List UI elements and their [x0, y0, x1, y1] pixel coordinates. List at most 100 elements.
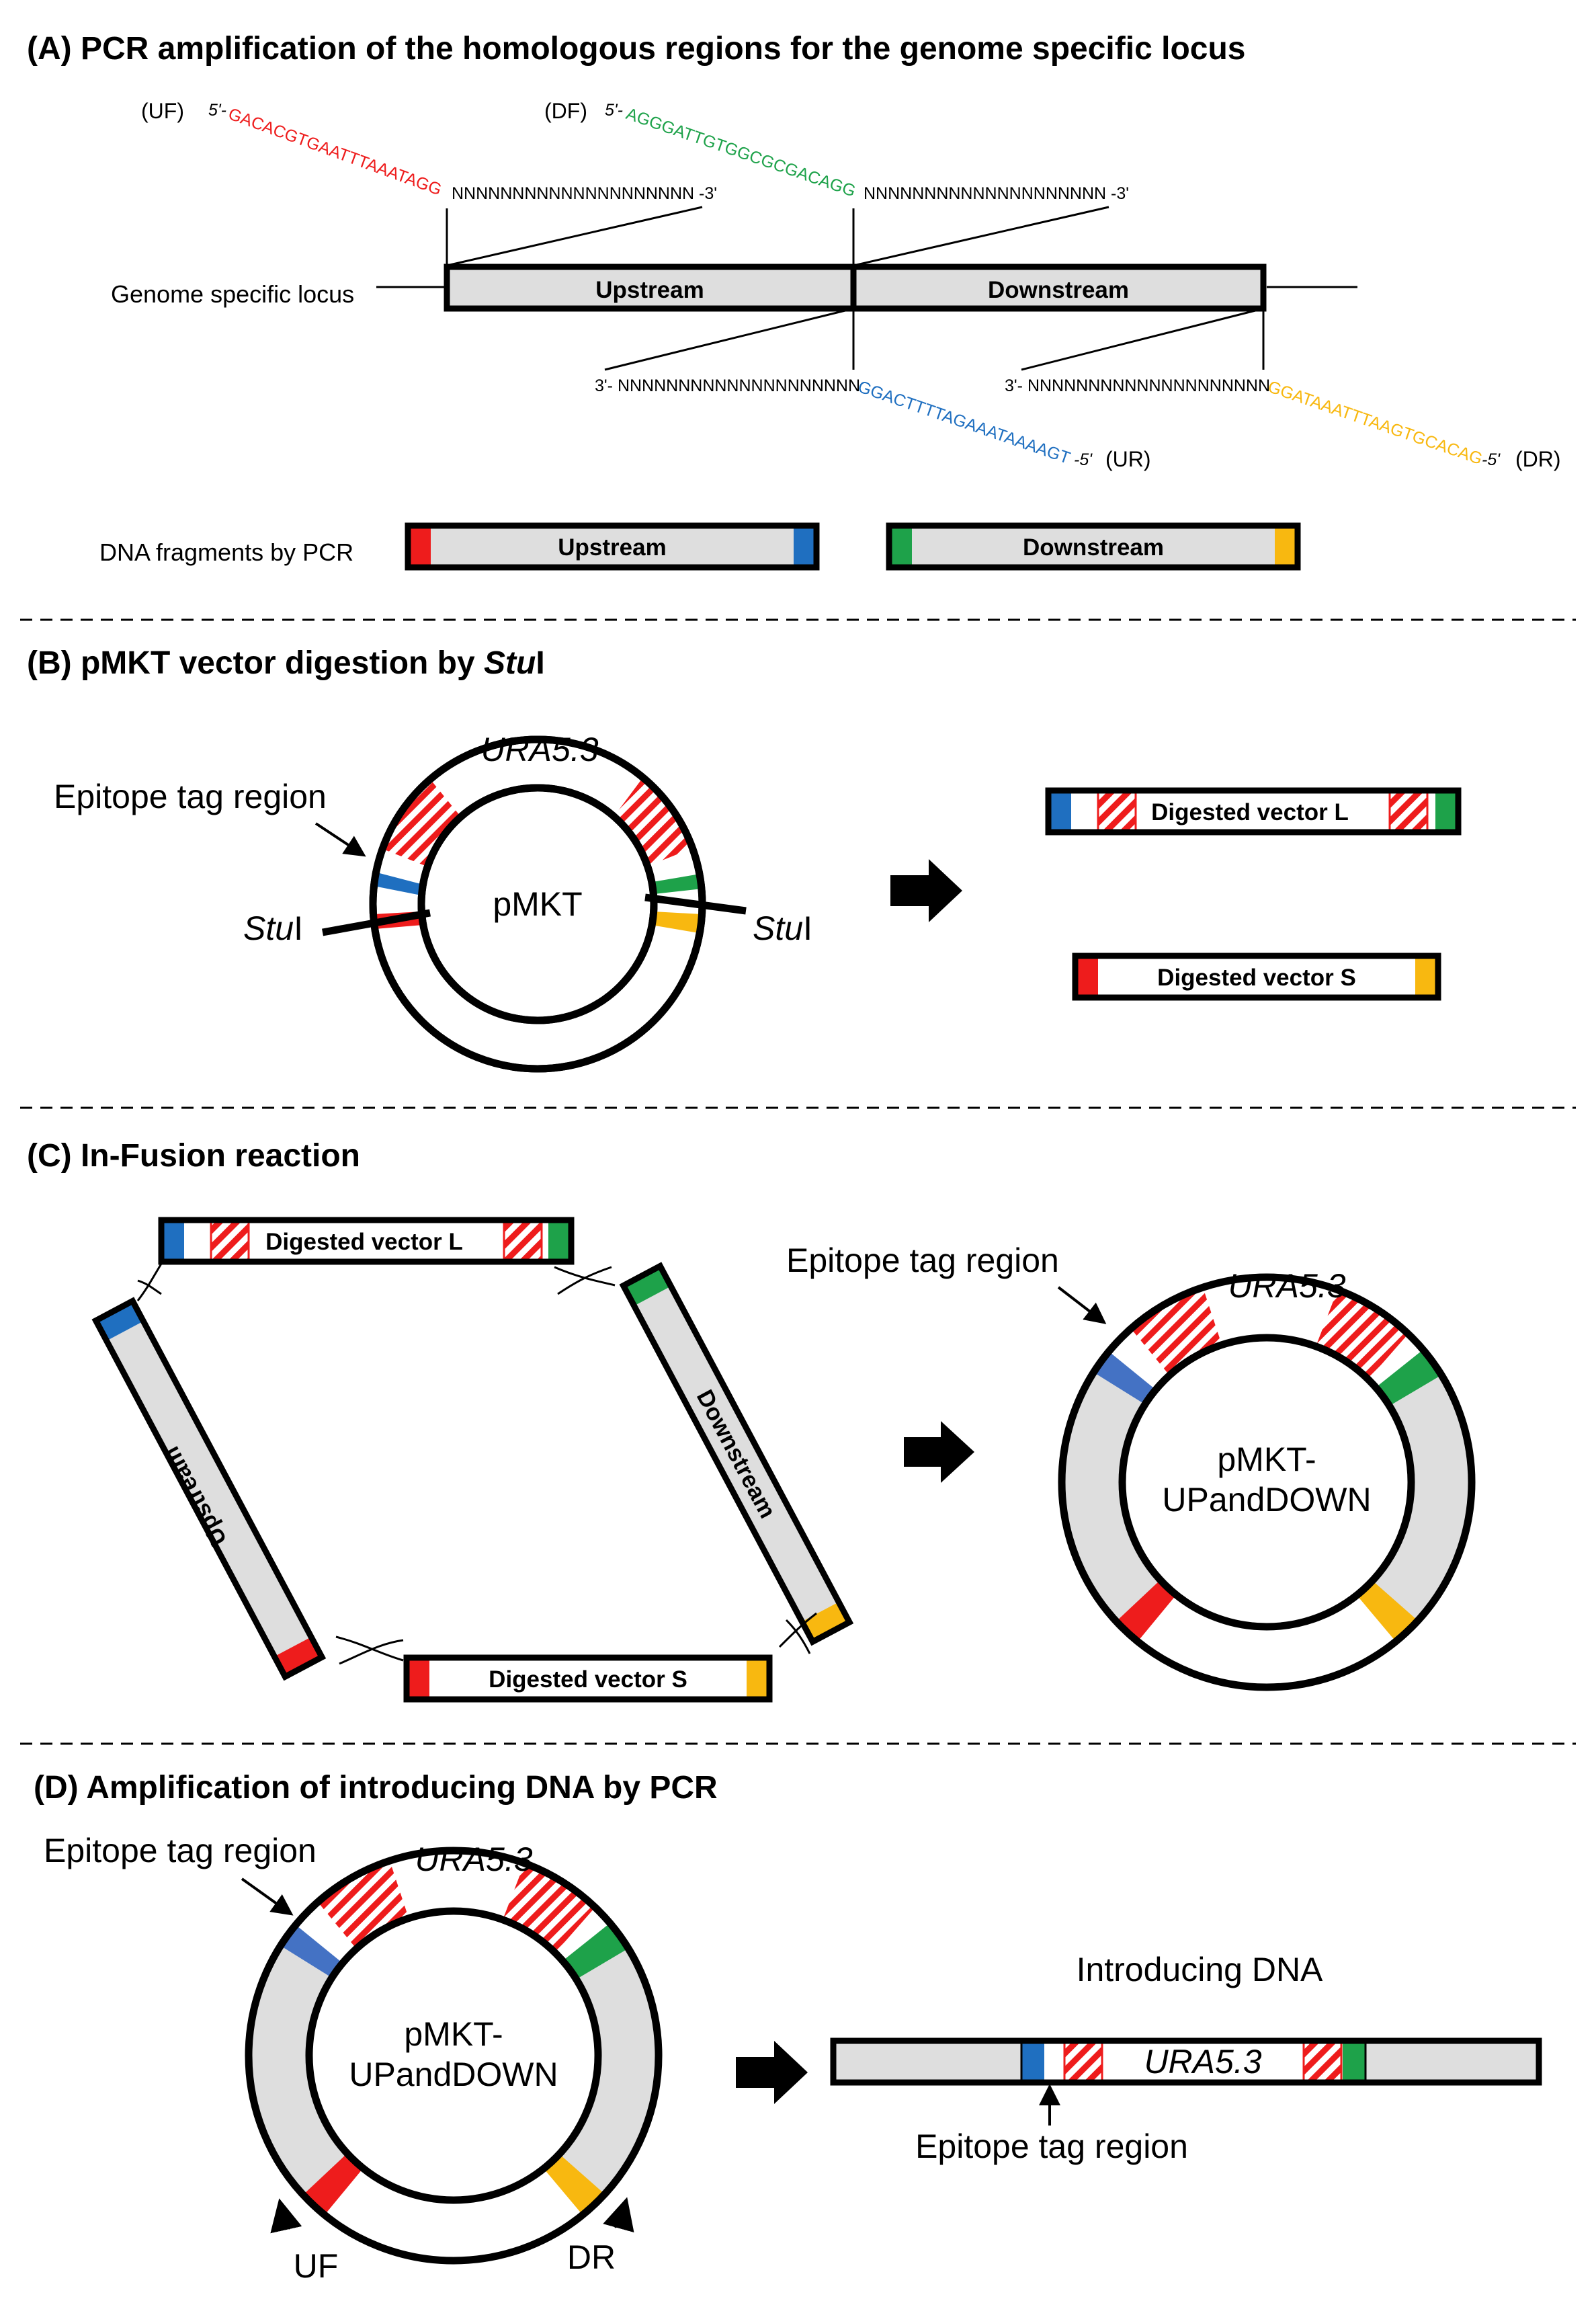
pmkt-epitope-label: Epitope tag region	[54, 778, 327, 815]
dr-n-sequence: 3'- NNNNNNNNNNNNNNNNNNNN	[1005, 376, 1270, 395]
fragment-downstream-outline	[886, 522, 1301, 571]
vec-s-c-red	[407, 1658, 429, 1699]
dr-primer-arrow	[603, 2197, 634, 2233]
up-c-outline	[91, 1297, 327, 1681]
down-c-outline	[619, 1262, 854, 1646]
locus-upstream-box	[444, 264, 857, 312]
intro-hatch-right	[1302, 2039, 1343, 2084]
crossover-marks	[136, 1263, 817, 1665]
cross-3b	[339, 1639, 404, 1665]
pud-c-label-2: UPandDOWN	[1162, 1481, 1371, 1519]
vec-l-b-hatch-right	[1388, 789, 1429, 834]
vec-s-c-body	[407, 1658, 769, 1699]
vec-l-c-blue	[161, 1220, 184, 1262]
pud-c-outer	[1058, 1273, 1476, 1691]
panel-c: (C) In-Fusion reaction Digested vector L…	[27, 1138, 1476, 1703]
vec-s-c-outline	[403, 1654, 773, 1703]
uf-label: UF	[294, 2247, 339, 2285]
panel-c-arrow	[904, 1421, 974, 1483]
down-c-yellow	[802, 1602, 850, 1642]
digested-vector-s-c: Digested vector S	[403, 1654, 773, 1703]
cross-2b	[557, 1266, 612, 1295]
vec-l-b-hatch-left	[1097, 789, 1137, 834]
pud-c-epitope-label: Epitope tag region	[786, 1242, 1059, 1279]
fragment-downstream: Downstream	[886, 522, 1301, 571]
dr-5prime: -5'	[1482, 450, 1501, 469]
stui-right-post: I	[803, 909, 812, 947]
pud-d-epitope-arrow	[241, 1877, 294, 1916]
pud-d-ura: URA5.3	[415, 1841, 532, 1878]
pud-d-green	[565, 1922, 629, 1978]
pmkt-upanddown-d: pMKT- UPandDOWN URA5.3	[245, 1841, 663, 2265]
up-c-red	[274, 1637, 323, 1677]
uf-slant-line	[446, 206, 703, 267]
pmkt-ura-label: URA5.3	[480, 731, 598, 768]
introducing-dna-title: Introducing DNA	[1077, 1951, 1323, 1988]
pud-c-label-1: pMKT-	[1217, 1441, 1316, 1478]
pud-c-epitope-arrow	[1057, 1286, 1107, 1324]
fragment-upstream-body	[408, 526, 816, 567]
pud-d-label-1: pMKT-	[404, 2015, 503, 2053]
fragment-upstream: Upstream	[405, 522, 820, 571]
vec-s-b-label: Digested vector S	[1157, 965, 1356, 991]
fragment-upstream-outline	[405, 522, 820, 571]
fragment-downstream-c: Downstream	[619, 1262, 854, 1646]
fragment-downstream-green-end	[889, 526, 912, 567]
df-5prime: 5'-	[605, 101, 623, 120]
dr-label: DR	[567, 2238, 616, 2276]
ur-n-sequence: 3'- NNNNNNNNNNNNNNNNNNNN	[595, 376, 860, 395]
ur-5prime: -5'	[1074, 450, 1093, 469]
pud-d-blue	[279, 1923, 341, 1977]
intro-green	[1343, 2041, 1366, 2082]
stui-cut-right	[644, 893, 747, 915]
vec-l-c-label: Digested vector L	[265, 1229, 463, 1255]
pud-d-label-2: UPandDOWN	[349, 2056, 558, 2093]
pmkt-blue-block	[374, 873, 423, 895]
vec-l-b-outline	[1045, 787, 1462, 836]
panel-a-title: (A) PCR amplification of the homologous …	[27, 31, 1245, 67]
intro-hatch-left	[1063, 2039, 1103, 2084]
pmkt-inner-ring-top	[417, 784, 658, 1024]
digested-vector-s-b: Digested vector S	[1072, 953, 1441, 1001]
vec-l-c-hatch-right	[503, 1219, 543, 1263]
pud-d-red	[302, 2154, 363, 2215]
vec-s-b-yellow	[1415, 956, 1438, 998]
uf-n-sequence: NNNNNNNNNNNNNNNNNNNN -3'	[452, 184, 717, 203]
pud-c-ura: URA5.3	[1228, 1267, 1345, 1305]
pmkt-yellow-block	[651, 912, 702, 933]
cross-1a	[136, 1263, 163, 1301]
pud-c-inner	[1118, 1334, 1415, 1631]
stui-cut-left	[322, 909, 431, 936]
stui-label-right: StuI	[753, 909, 812, 947]
pmkt-upanddown-c: pMKT- UPandDOWN URA5.3	[1058, 1267, 1476, 1691]
vec-s-c-yellow	[747, 1658, 769, 1699]
locus-upstream-label: Upstream	[595, 277, 704, 303]
panel-b: (B) pMKT vector digestion by StuI pMKT U…	[27, 645, 1462, 1073]
down-c-body	[623, 1266, 850, 1642]
panel-d: (D) Amplification of introducing DNA by …	[34, 1770, 1542, 2285]
pud-d-bottom-white	[323, 2167, 584, 2261]
panel-b-title-pre: (B) pMKT vector digestion by	[27, 645, 484, 681]
vec-s-b-body	[1075, 956, 1438, 998]
panel-b-arrow	[890, 859, 962, 922]
panel-b-title-italic: Stu	[484, 645, 536, 681]
uf-primer-arrow	[270, 2198, 302, 2234]
locus-label: Genome specific locus	[111, 280, 354, 308]
cross-1b	[137, 1279, 162, 1295]
cross-4a	[778, 1612, 817, 1648]
pud-d-epitope-label: Epitope tag region	[44, 1832, 317, 1869]
stui-left-italic: Stu	[243, 909, 294, 947]
fragment-downstream-body	[889, 526, 1298, 567]
introducing-dna-bar: URA5.3	[830, 2037, 1542, 2086]
digested-vector-l-c: Digested vector L	[158, 1217, 575, 1265]
df-n-sequence: NNNNNNNNNNNNNNNNNNNN -3'	[864, 184, 1129, 203]
digested-vector-l-b: Digested vector L	[1045, 787, 1462, 836]
vec-l-b-green	[1435, 791, 1458, 832]
uf-5prime: 5'-	[208, 101, 226, 120]
vec-l-c-outline	[158, 1217, 575, 1265]
down-c-green	[623, 1266, 671, 1306]
vec-s-b-red	[1075, 956, 1098, 998]
fragment-upstream-blue-end	[794, 526, 816, 567]
pud-c-hatch-right	[1316, 1291, 1408, 1378]
